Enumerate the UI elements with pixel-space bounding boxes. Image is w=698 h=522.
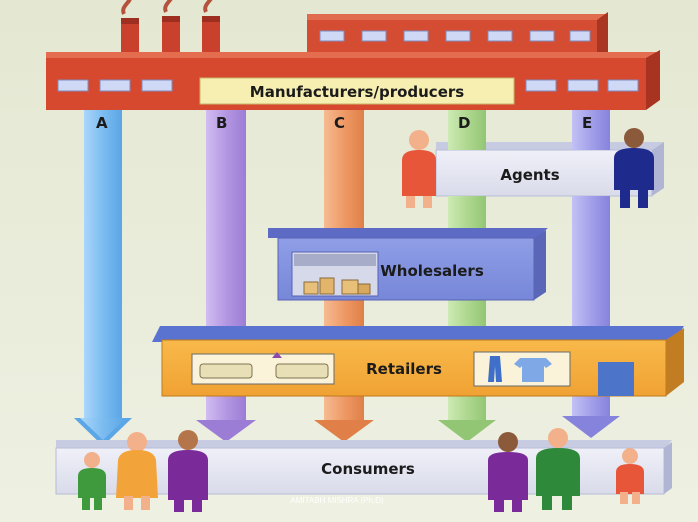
main-windows (57, 79, 639, 92)
channel-letter-d: D (458, 114, 470, 132)
wholesalers-label: Wholesalers (380, 262, 484, 280)
consumer-person-green-left (78, 452, 106, 510)
channel-letter-a: A (96, 114, 108, 132)
warehouse-icon (291, 251, 379, 297)
channel-letter-e: E (582, 114, 592, 132)
agent-person-right (614, 128, 654, 208)
consumer-person-green-right (536, 428, 580, 510)
consumers-label: Consumers (321, 460, 415, 478)
consumer-person-purple-right (488, 432, 528, 512)
retailers-box: Retailers (152, 326, 684, 397)
clothing-display-icon (473, 351, 571, 387)
sofa-display-icon (191, 352, 335, 385)
agent-person-left (402, 130, 436, 208)
manufacturer-factory: Manufacturers/producers (46, 0, 660, 110)
watermark-text: AMITABH MISHRA (Ph.D) (290, 496, 384, 505)
consumer-people (78, 428, 644, 512)
upper-windows (319, 30, 591, 42)
retail-door (598, 362, 634, 396)
manufacturers-label-plate (199, 77, 515, 105)
consumer-person-orange (116, 432, 158, 510)
wholesalers-box: Wholesalers (268, 228, 548, 301)
consumer-person-child (616, 448, 644, 504)
consumer-person-purple-left (168, 430, 208, 512)
agents-label: Agents (500, 166, 559, 184)
channel-letter-b: B (216, 114, 227, 132)
channel-arrow-a: A (74, 110, 132, 446)
channel-letter-c: C (334, 114, 345, 132)
retailers-label: Retailers (366, 360, 442, 378)
manufacturers-label: Manufacturers/producers (250, 83, 464, 101)
